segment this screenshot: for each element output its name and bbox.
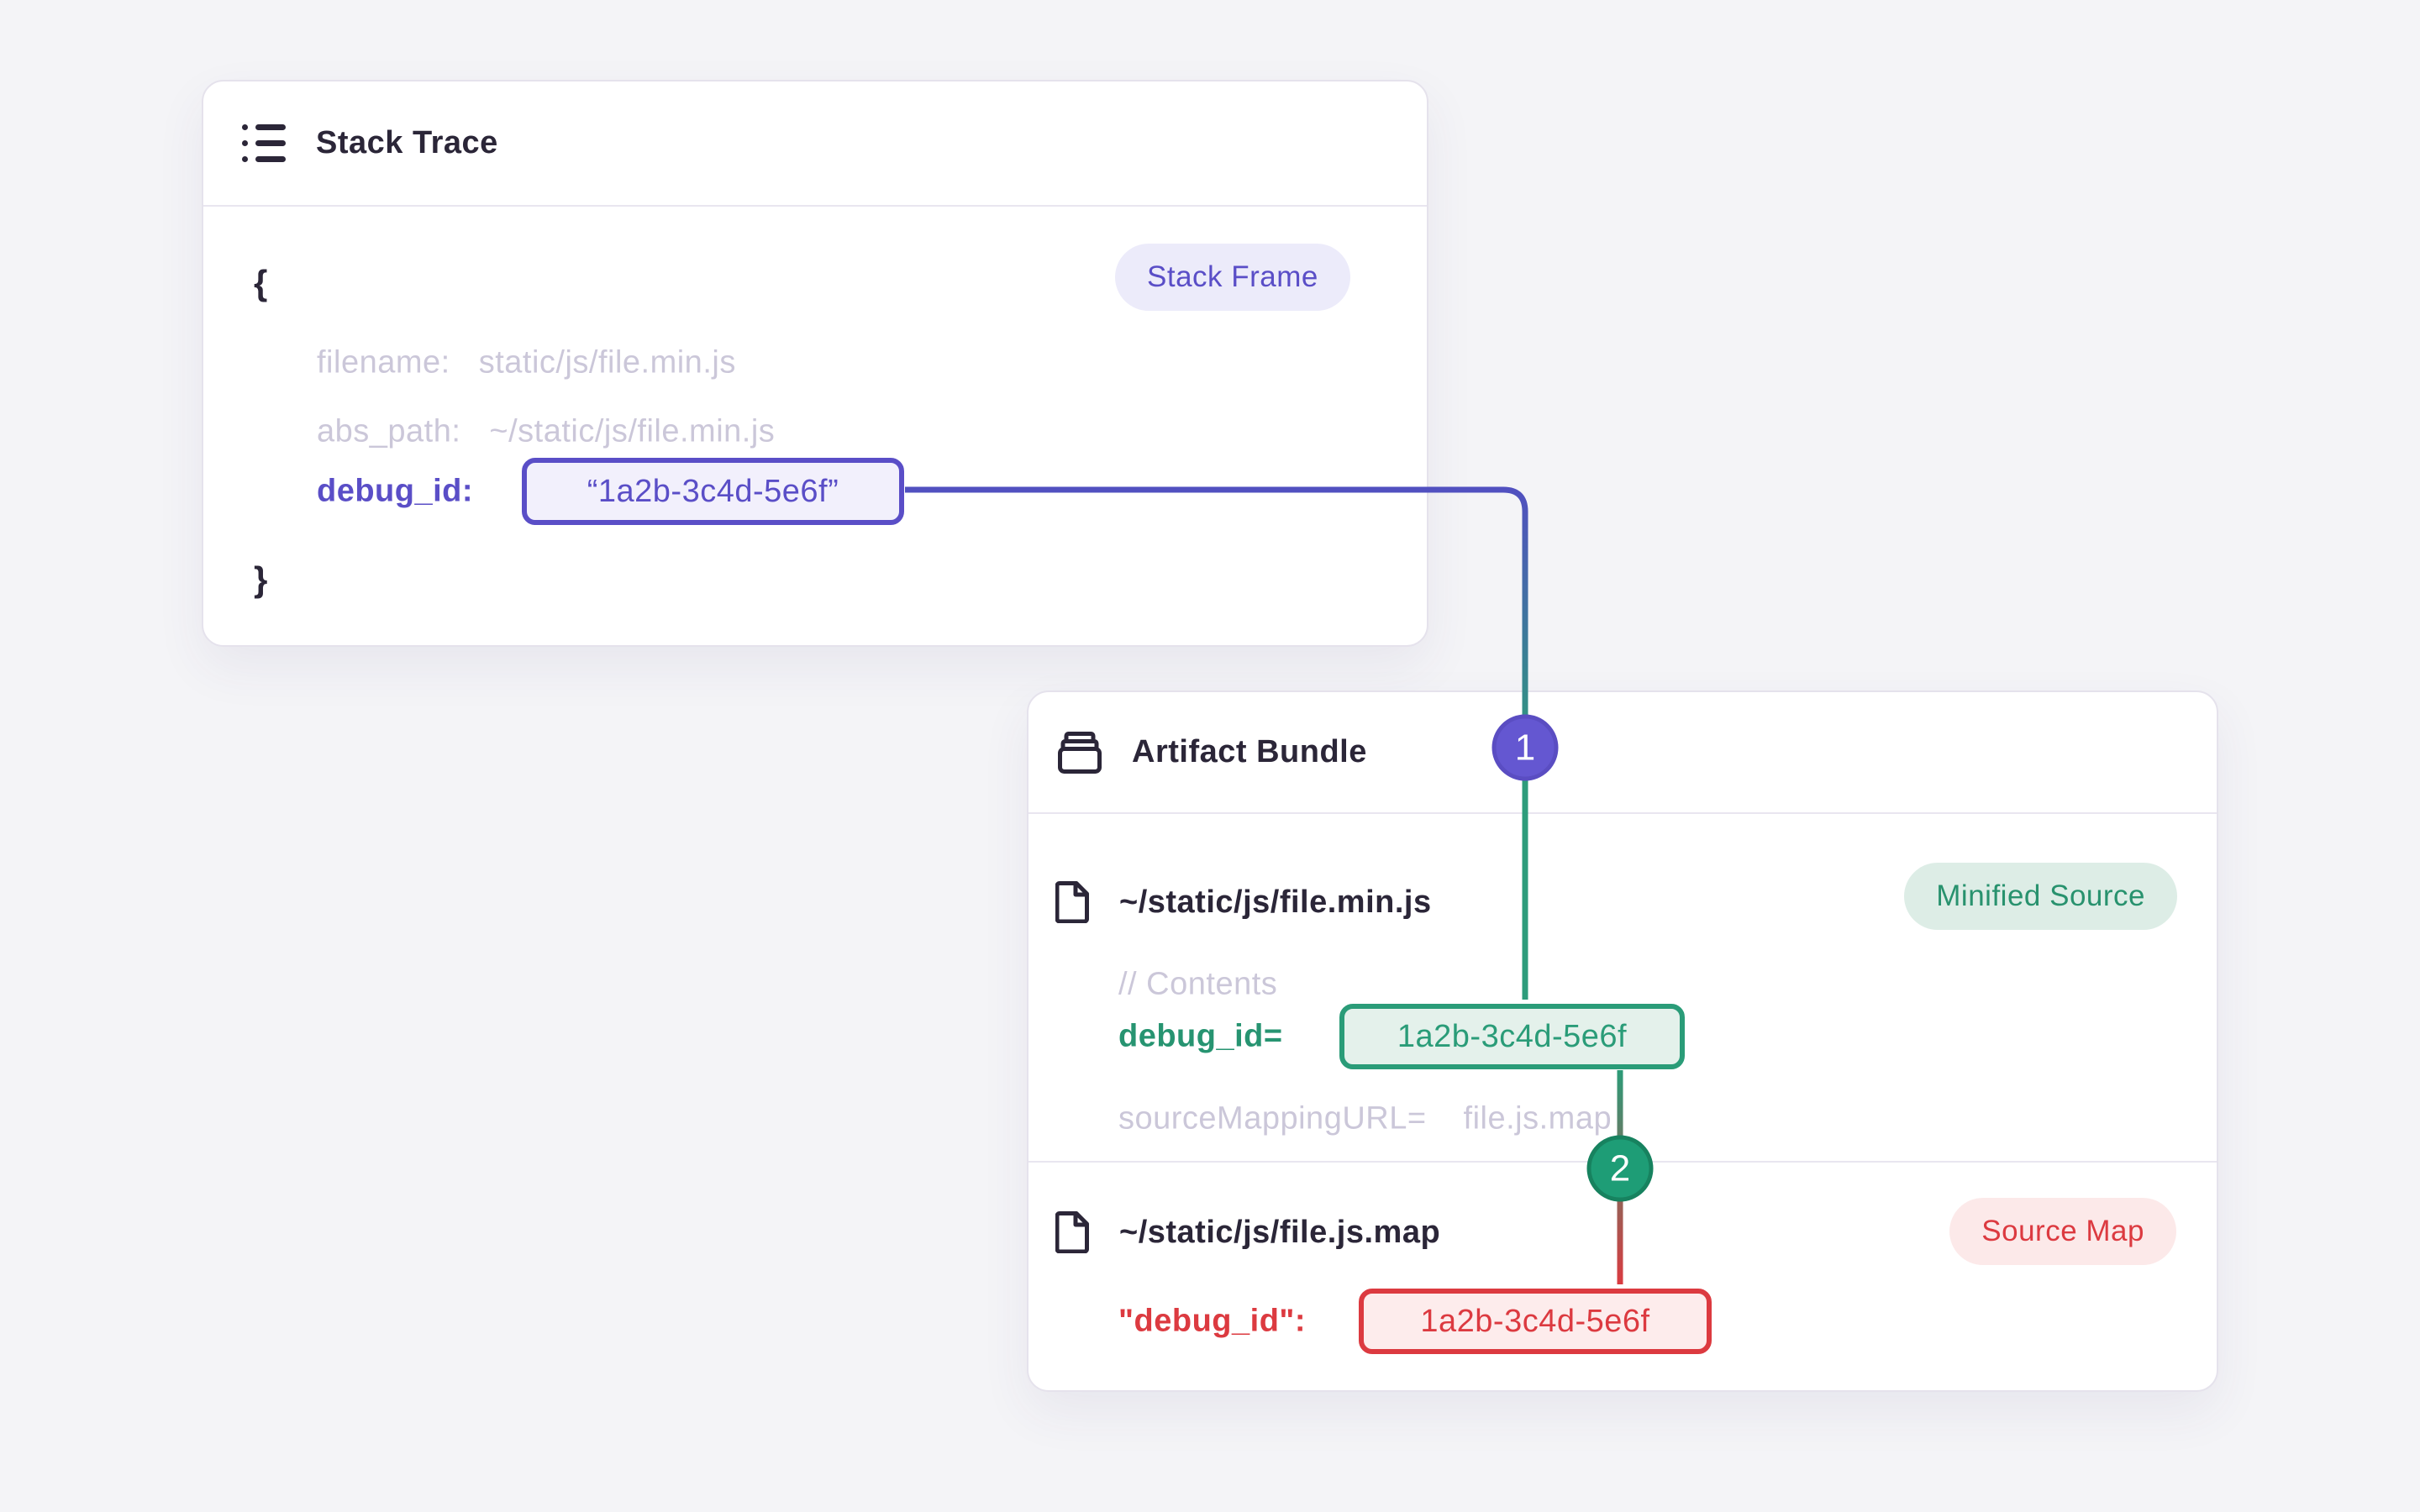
open-brace: { bbox=[254, 263, 268, 302]
sourcemap-debug-id-chip: 1a2b-3c4d-5e6f bbox=[1359, 1289, 1712, 1354]
stack-list-icon bbox=[242, 123, 286, 163]
filename-line: filename: static/js/file.min.js bbox=[317, 345, 736, 381]
artifact-header-divider bbox=[1028, 812, 2217, 814]
stack-header-divider bbox=[203, 205, 1427, 207]
artifact-bundle-title: Artifact Bundle bbox=[1132, 734, 1367, 769]
stack-trace-title: Stack Trace bbox=[316, 125, 498, 160]
stack-frame-badge: Stack Frame bbox=[1115, 244, 1350, 311]
source-map-badge: Source Map bbox=[1949, 1198, 2176, 1265]
source-mapping-key: sourceMappingURL= bbox=[1118, 1100, 1427, 1137]
minified-debug-key: debug_id= bbox=[1118, 1018, 1283, 1054]
minified-source-badge: Minified Source bbox=[1904, 863, 2177, 930]
filename-value: static/js/file.min.js bbox=[478, 344, 736, 381]
stack-trace-header: Stack Trace bbox=[203, 81, 1427, 205]
stack-debug-id-chip: “1a2b-3c4d-5e6f” bbox=[522, 458, 904, 525]
file-icon bbox=[1055, 881, 1089, 923]
abs-path-key: abs_path: bbox=[317, 413, 461, 449]
close-brace: } bbox=[254, 559, 268, 599]
contents-comment: // Contents bbox=[1118, 966, 1278, 1002]
artifact-bundle-icon bbox=[1058, 731, 1102, 774]
file-icon bbox=[1055, 1211, 1089, 1253]
abs-path-line: abs_path: ~/static/js/file.min.js bbox=[317, 414, 775, 450]
artifact-bundle-header: Artifact Bundle bbox=[1028, 692, 2217, 812]
filename-key: filename: bbox=[317, 344, 450, 381]
sourcemap-file-path: ~/static/js/file.js.map bbox=[1119, 1214, 1441, 1250]
minified-file-row: ~/static/js/file.min.js bbox=[1055, 881, 1432, 923]
stack-trace-card: Stack Trace Stack Frame { filename: stat… bbox=[202, 80, 1428, 647]
section-divider bbox=[1028, 1161, 2217, 1163]
source-mapping-value: file.js.map bbox=[1463, 1100, 1612, 1137]
abs-path-value: ~/static/js/file.min.js bbox=[489, 413, 776, 449]
minified-file-path: ~/static/js/file.min.js bbox=[1119, 884, 1432, 920]
artifact-bundle-card: Artifact Bundle ~/static/js/file.min.js … bbox=[1027, 690, 2218, 1392]
sourcemap-debug-key: "debug_id": bbox=[1118, 1303, 1307, 1339]
minified-debug-id-chip: 1a2b-3c4d-5e6f bbox=[1339, 1004, 1685, 1069]
debug-id-key: debug_id: bbox=[317, 473, 474, 509]
sourcemap-file-row: ~/static/js/file.js.map bbox=[1055, 1211, 1440, 1253]
source-mapping-line: sourceMappingURL= file.js.map bbox=[1118, 1101, 1612, 1137]
